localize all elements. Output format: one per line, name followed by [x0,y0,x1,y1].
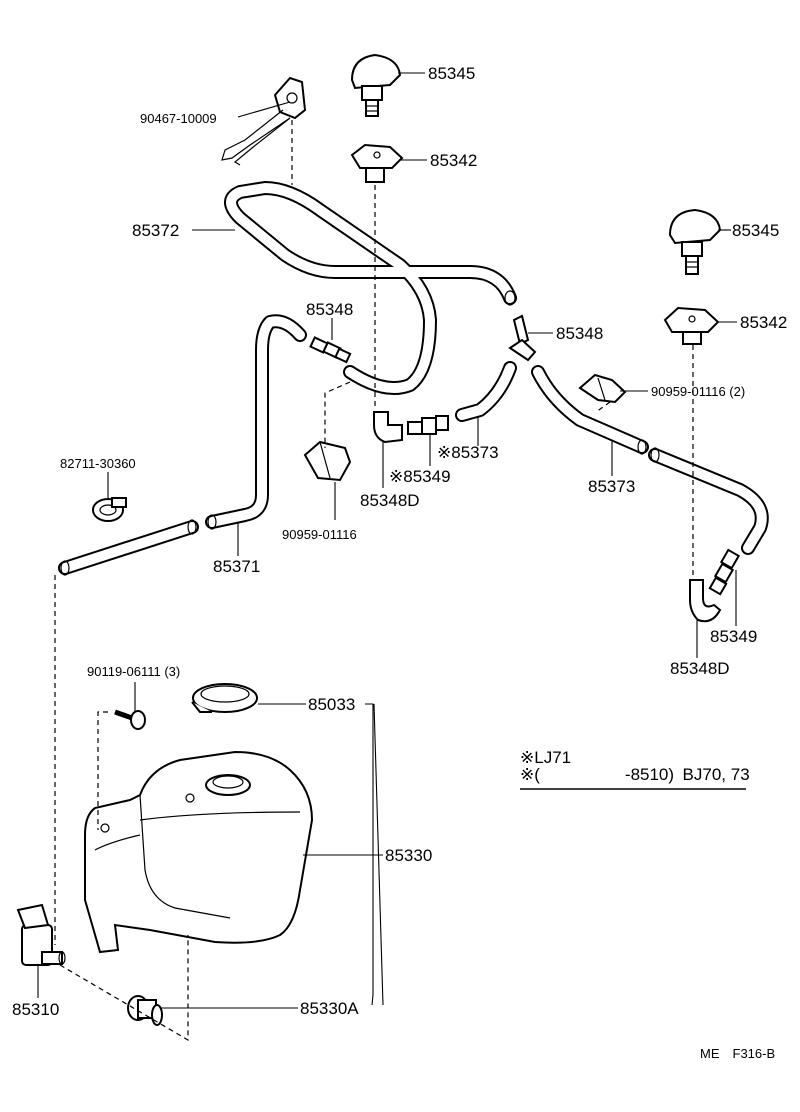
label-85371: 85371 [213,557,260,576]
bracket-90467 [221,76,307,166]
label-90467-10009: 90467-10009 [140,111,217,126]
label-85033: 85033 [308,695,355,714]
label-85345-right: 85345 [732,221,779,240]
figure-code: ME F316-B [700,1046,775,1061]
part-labels: 90467-10009 85345 85342 85372 85345 8534… [12,64,787,1019]
hose-ends [60,290,660,576]
label-85348-left: 85348 [306,300,353,319]
label-85373-right: 85373 [588,477,635,496]
label-85330: 85330 [385,846,432,865]
check-valve-85349-right [708,548,741,596]
hose-85373-right [531,365,769,555]
elbow-85348D-mid [373,411,403,444]
nozzle-85342-left [350,143,404,183]
label-82711-30360: 82711-30360 [60,456,136,471]
clip-90959-right [578,373,627,404]
label-85348-right: 85348 [556,324,603,343]
elbow-85348D-right [689,579,722,623]
label-85345-left: 85345 [428,64,475,83]
label-85373-mid: ※85373 [437,443,499,462]
label-85342-left: 85342 [430,151,477,170]
tank-85330 [84,750,314,954]
check-valve-85349-mid [407,415,449,435]
label-85348D-right: 85348D [670,659,730,678]
dashed-alignment-lines [54,120,694,1042]
joint-85348-left [309,336,352,364]
nozzle-85342-right [663,306,720,345]
label-85310: 85310 [12,1000,59,1019]
cap-85033 [191,683,258,713]
bolt-90119 [114,709,146,730]
pump-85310 [16,903,66,966]
label-85349-mid: ※85349 [389,467,451,486]
label-85342-right: 85342 [740,313,787,332]
label-85348D-mid: 85348D [360,491,420,510]
note-line-2: ※( -8510) BJ70, 73 [520,765,750,784]
hose-85371 [58,314,307,575]
nozzle-85345-right [668,208,722,275]
applicability-notes: ※LJ71 ※( -8510) BJ70, 73 [520,748,750,790]
label-85330A: 85330A [300,999,359,1018]
hose-85372 [224,181,517,395]
nozzle-85345-left [350,53,402,117]
clip-90959-mid [303,440,352,482]
clamp-82711 [92,497,127,522]
label-90959-01116-right: 90959-01116 (2) [651,384,745,399]
leader-lines [37,72,737,1009]
label-85372: 85372 [132,221,179,240]
note-line-1: ※LJ71 [520,748,571,767]
grommet-85330A [127,995,163,1026]
joint-85348-right [508,314,537,362]
label-90959-01116-mid: 90959-01116 [282,527,357,542]
label-90119-06111: 90119-06111 (3) [87,664,180,679]
label-85349-right: 85349 [710,627,757,646]
hose-85373-mid [455,361,517,422]
